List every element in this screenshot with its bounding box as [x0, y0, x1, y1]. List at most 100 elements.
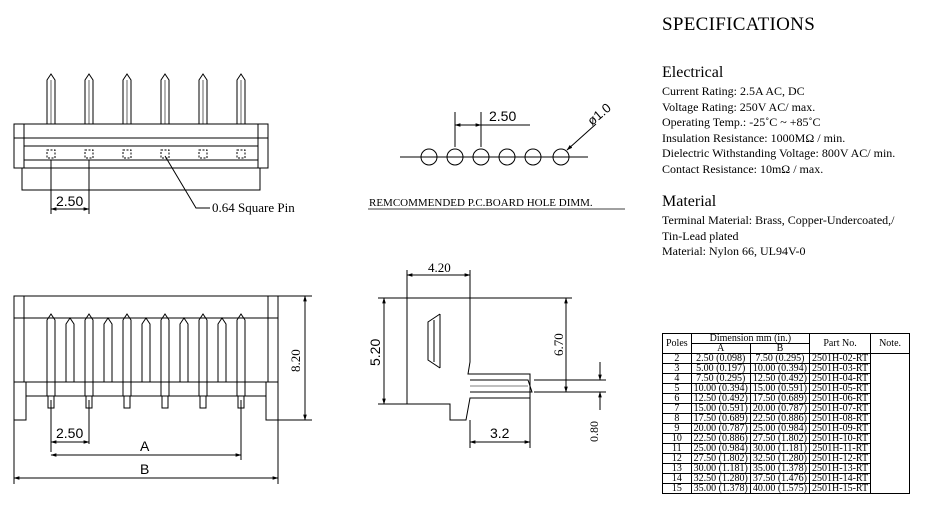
table-cell-poles: 10 [662, 433, 692, 444]
side-pin-length-label: 3.2 [490, 425, 510, 441]
table-cell-poles: 15 [662, 483, 692, 494]
hole-pitch-label: 2.50 [489, 108, 516, 124]
pin [46, 313, 56, 396]
table-cell-part: 2501H-15-RT [809, 483, 872, 494]
table-cell-poles: 5 [662, 383, 692, 394]
col-a-header: A [690, 343, 751, 354]
square-pin-label: 0.64 Square Pin [212, 200, 295, 215]
pin [46, 73, 56, 124]
spec-voltage-rating: Voltage Rating: 250V AC/ max. [662, 99, 816, 114]
top-pitch-label: 2.50 [56, 193, 83, 209]
front-pitch-label: 2.50 [56, 425, 83, 441]
material-heading: Material [662, 193, 717, 210]
spec-housing-material: Material: Nylon 66, UL94V-0 [662, 244, 806, 258]
electrical-heading: Electrical [662, 64, 724, 81]
pin [122, 73, 132, 124]
pcb-hole [472, 148, 490, 166]
housing-rib [141, 317, 151, 382]
table-cell-a: 32.50 (1.280) [690, 473, 751, 484]
table-cell-part: 2501H-07-RT [809, 403, 872, 414]
pin [236, 73, 246, 124]
side-width-label: 4.20 [428, 260, 451, 275]
table-cell-b: 10.00 (0.394) [749, 363, 811, 374]
pin-tail [123, 395, 131, 409]
table-cell-a: 35.00 (1.378) [690, 483, 751, 494]
table-cell-a: 10.00 (0.394) [690, 383, 751, 394]
table-cell-part: 2501H-09-RT [809, 423, 872, 434]
col-note-header: Note. [870, 333, 911, 354]
table-cell-poles: 9 [662, 423, 692, 434]
table-cell-part: 2501H-08-RT [809, 413, 872, 424]
table-cell-note [870, 353, 911, 494]
square-pin-section [122, 149, 132, 159]
spec-terminal-material: Terminal Material: Brass, Copper-Underco… [662, 213, 895, 227]
housing-rib [217, 317, 227, 382]
table-cell-part: 2501H-05-RT [809, 383, 872, 394]
top-view [13, 73, 269, 214]
square-pin-section [46, 149, 56, 159]
table-cell-poles: 2 [662, 353, 692, 364]
table-cell-a: 7.50 (0.295) [690, 373, 751, 384]
pcb-hole [498, 148, 516, 166]
pin-tail [161, 395, 169, 409]
side-pin-height-label: 6.70 [551, 333, 566, 356]
hole-caption: REMCOMMENDED P.C.BOARD HOLE DIMM. [369, 197, 593, 209]
table-cell-part: 2501H-04-RT [809, 373, 872, 384]
square-pin-section [160, 149, 170, 159]
pin [160, 313, 170, 396]
table-cell-part: 2501H-03-RT [809, 363, 872, 374]
table-cell-poles: 6 [662, 393, 692, 404]
specifications-panel: SPECIFICATIONS Electrical Current Rating… [662, 14, 930, 260]
table-cell-part: 2501H-10-RT [809, 433, 872, 444]
spec-contact-resistance: Contact Resistance: 10mΩ / max. [662, 161, 824, 176]
side-view [378, 270, 606, 448]
pin [84, 313, 94, 396]
table-cell-poles: 3 [662, 363, 692, 374]
table-cell-b: 35.00 (1.378) [749, 463, 811, 474]
front-height-label: 8.20 [288, 349, 303, 372]
pcb-hole [420, 148, 438, 166]
table-cell-a: 2.50 (0.098) [690, 353, 751, 364]
table-cell-b: 25.00 (0.984) [749, 423, 811, 434]
hole-diameter-label: ø1.0 [584, 100, 614, 128]
table-cell-part: 2501H-02-RT [809, 353, 872, 364]
table-cell-b: 22.50 (0.886) [749, 413, 811, 424]
table-cell-a: 15.00 (0.591) [690, 403, 751, 414]
col-poles-header: Poles [662, 333, 692, 354]
table-cell-part: 2501H-14-RT [809, 473, 872, 484]
table-cell-part: 2501H-11-RT [809, 443, 872, 454]
side-height-label: 5.20 [367, 339, 383, 366]
spec-current-rating: Current Rating: 2.5A AC, DC [662, 84, 805, 98]
dim-a-label: A [140, 438, 150, 454]
pin [198, 313, 208, 396]
pin-tail [199, 395, 207, 409]
table-cell-a: 25.00 (0.984) [690, 443, 751, 454]
table-cell-a: 20.00 (0.787) [690, 423, 751, 434]
pcb-hole [524, 148, 542, 166]
table-cell-b: 37.50 (1.476) [749, 473, 811, 484]
table-cell-poles: 12 [662, 453, 692, 464]
col-part-header: Part No. [809, 333, 872, 354]
table-cell-part: 2501H-12-RT [809, 453, 872, 464]
dim-b-label: B [140, 461, 149, 477]
side-pin-thickness-label: 0.80 [587, 421, 601, 442]
col-dimension-header: Dimension mm (in.) [690, 333, 811, 344]
table-cell-b: 17.50 (0.689) [749, 393, 811, 404]
pin [198, 73, 208, 124]
table-cell-b: 30.00 (1.181) [749, 443, 811, 454]
table-cell-b: 40.00 (1.575) [749, 483, 811, 494]
table-cell-b: 12.50 (0.492) [749, 373, 811, 384]
pin [236, 313, 246, 396]
pcb-hole [552, 148, 570, 166]
part-number-table: Poles Dimension mm (in.) Part No. Note. … [662, 333, 911, 494]
table-cell-poles: 7 [662, 403, 692, 414]
hole-pattern [368, 112, 625, 210]
square-pin-section [236, 149, 246, 159]
pin [84, 73, 94, 124]
